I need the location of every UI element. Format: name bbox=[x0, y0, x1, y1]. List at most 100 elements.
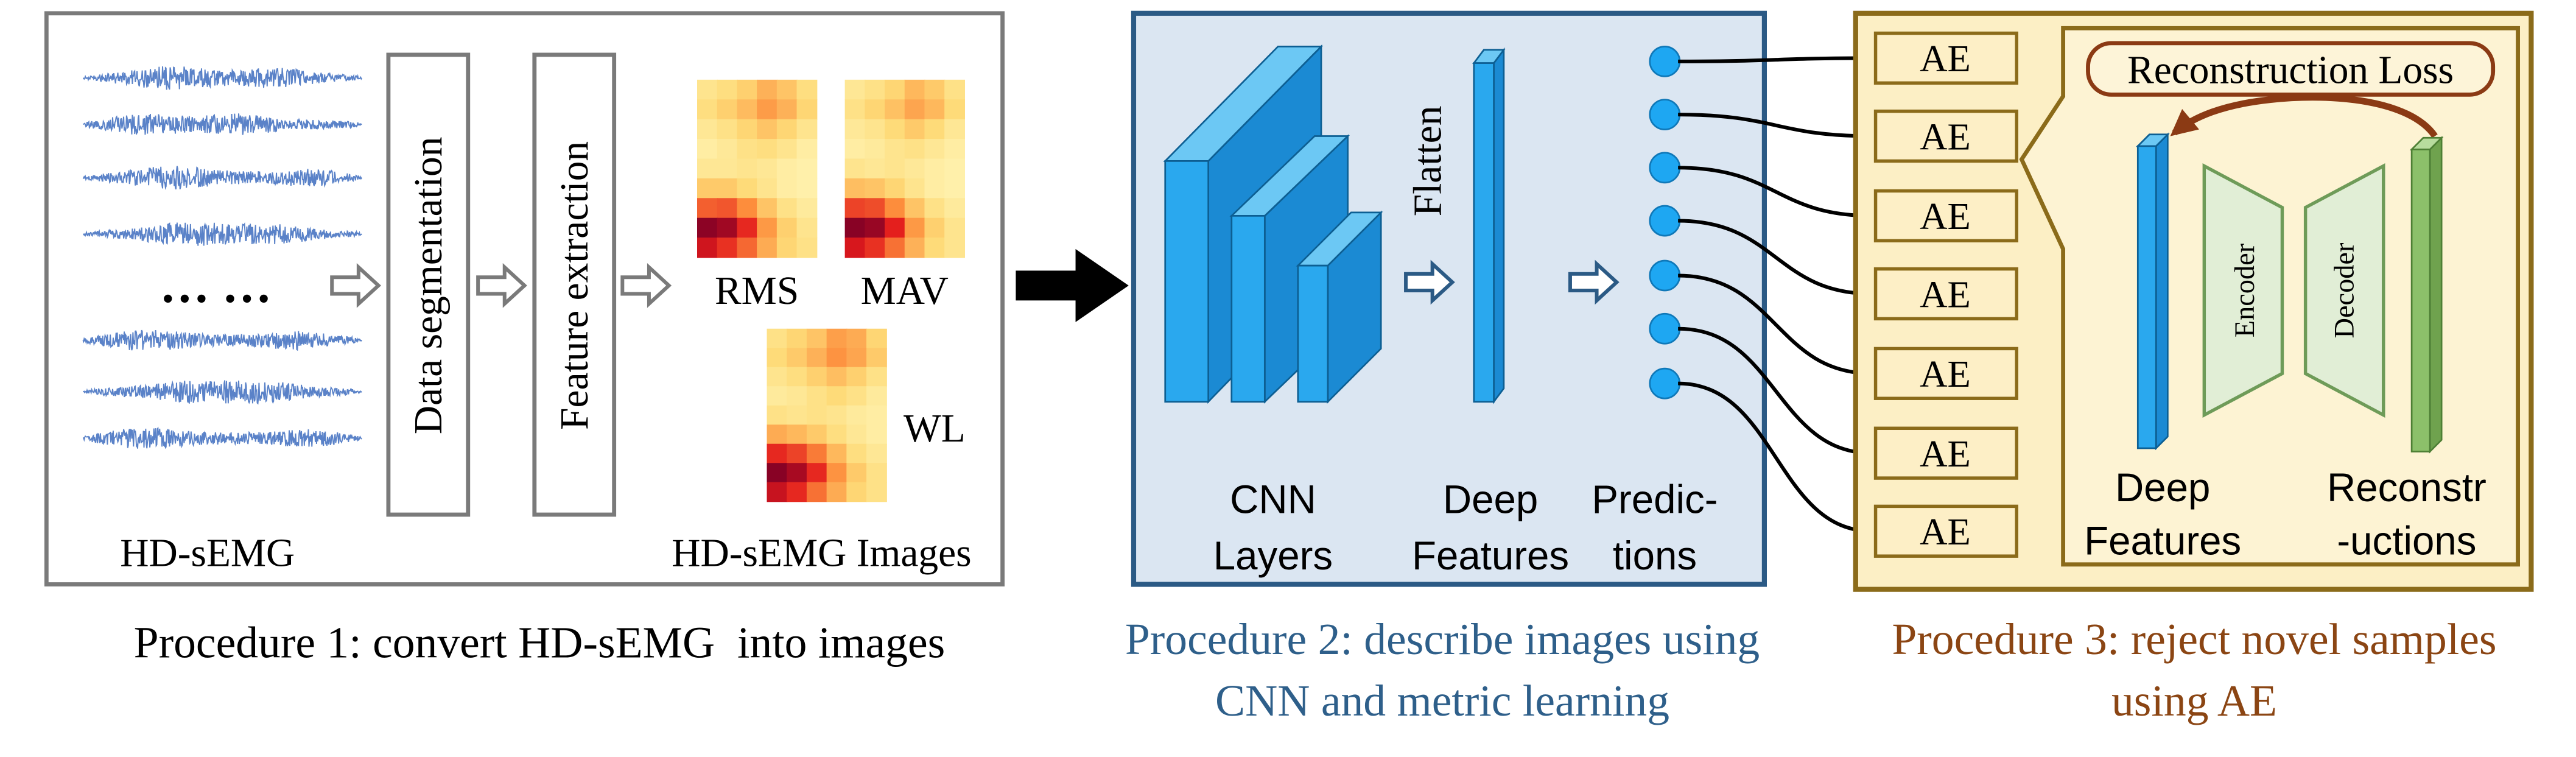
emg-waveform bbox=[83, 222, 362, 246]
heatmap-cell bbox=[844, 217, 866, 239]
feature-extraction-box bbox=[532, 52, 617, 517]
heatmap-cell bbox=[737, 79, 758, 100]
prediction-nodes bbox=[1649, 45, 1681, 400]
heatmap-cell bbox=[904, 79, 925, 100]
heatmap-cell bbox=[757, 99, 777, 120]
decoder-label: Decoder bbox=[2329, 242, 2360, 338]
heatmap-cell bbox=[776, 198, 798, 219]
heatmap-cell bbox=[796, 178, 818, 199]
heatmap-cell bbox=[717, 99, 738, 120]
heatmap-cell bbox=[776, 238, 798, 258]
prediction-node bbox=[1649, 312, 1681, 345]
hollow-arrow bbox=[330, 263, 382, 308]
feature-vector-front bbox=[1473, 62, 1495, 403]
heatmap-cell bbox=[885, 79, 905, 100]
heatmap-cell bbox=[944, 99, 965, 120]
heatmap-cell bbox=[767, 348, 788, 368]
link-arrow bbox=[1678, 273, 1875, 383]
heatmap-cell bbox=[767, 328, 788, 349]
heatmap-cell bbox=[806, 348, 827, 368]
hollow-arrow bbox=[620, 263, 672, 308]
heatmap-cell bbox=[844, 79, 866, 100]
heatmap-cell bbox=[865, 178, 886, 199]
heatmap-cell bbox=[866, 482, 887, 502]
heatmap-cell bbox=[826, 443, 848, 464]
emg-waveforms bbox=[82, 66, 363, 449]
output-label: HD-sEMG Images bbox=[672, 532, 971, 576]
waveform-ellipsis: … … bbox=[160, 258, 272, 313]
heatmap-cell bbox=[757, 119, 777, 140]
heatmap-cell bbox=[844, 198, 866, 219]
ae-deep-features-label-line1: Deep bbox=[2115, 465, 2210, 510]
link-arrow bbox=[1678, 219, 1875, 303]
heatmap-cell bbox=[767, 482, 788, 502]
reconstruction-loss-arrow bbox=[2170, 94, 2438, 138]
data-segmentation-box bbox=[386, 52, 471, 517]
procedure-3-panel: AE AE AE AE AE AE AE Reconstruction bbox=[1853, 10, 2534, 592]
emg-waveform bbox=[82, 66, 363, 90]
heatmap-cell bbox=[737, 198, 758, 219]
heatmap-cell bbox=[796, 99, 818, 120]
heatmap-label-rms: RMS bbox=[715, 269, 799, 313]
hollow-arrow bbox=[476, 263, 527, 308]
heatmap-cell bbox=[697, 217, 718, 239]
heatmap-cell bbox=[757, 178, 777, 199]
heatmap-cell bbox=[717, 79, 738, 100]
heatmap-cell bbox=[717, 198, 738, 219]
ae-label: AE bbox=[1920, 195, 1971, 238]
heatmap-cell bbox=[757, 79, 777, 100]
prediction-node bbox=[1649, 99, 1681, 130]
reconstructions-label-line2: -uctions bbox=[2337, 518, 2476, 563]
heatmap-cell bbox=[844, 158, 866, 179]
heatmap-cell bbox=[757, 238, 777, 258]
ae-block: AE bbox=[1873, 426, 2019, 480]
heatmap-cell bbox=[737, 139, 758, 160]
ae-deep-features-label-line2: Features bbox=[2084, 518, 2241, 563]
heatmap-cell bbox=[796, 238, 818, 258]
reconstruction-vector-side bbox=[2429, 135, 2443, 454]
flatten-label: Flatten bbox=[1406, 106, 1450, 217]
heatmap-cell bbox=[787, 443, 808, 464]
ae-block: AE bbox=[1873, 504, 2019, 558]
heatmap-cell bbox=[796, 119, 818, 140]
heatmap-cell bbox=[776, 217, 798, 239]
ae-label: AE bbox=[1920, 37, 1971, 80]
heatmap-cell bbox=[944, 198, 965, 219]
heatmap-cell bbox=[846, 367, 868, 387]
heatmap-cell bbox=[717, 158, 738, 179]
heatmap-cell bbox=[697, 158, 718, 179]
deep-feature-vector bbox=[1472, 47, 1506, 404]
ae-block: AE bbox=[1873, 189, 2019, 242]
heatmap-cell bbox=[844, 178, 866, 199]
ae-block: AE bbox=[1873, 347, 2019, 400]
heatmap-cell bbox=[796, 217, 818, 239]
heatmap-cell bbox=[767, 443, 788, 464]
prediction-node bbox=[1649, 45, 1681, 77]
heatmap-cell bbox=[865, 238, 886, 258]
heatmap-cell bbox=[865, 158, 886, 179]
heatmap-cell bbox=[806, 405, 827, 426]
heatmap-cell bbox=[866, 367, 887, 387]
heatmap-cell bbox=[865, 198, 886, 219]
heatmap-cell bbox=[806, 443, 827, 464]
heatmap-cell bbox=[767, 463, 788, 483]
cnn-label-line2: Layers bbox=[1213, 533, 1333, 578]
procedure-transition-arrow bbox=[1016, 248, 1129, 322]
feature-vector-side bbox=[2155, 132, 2169, 451]
heatmap-cell bbox=[924, 217, 946, 239]
encoder-block bbox=[2202, 163, 2284, 418]
predictions-label-line2: tions bbox=[1613, 533, 1697, 578]
heatmap-cell bbox=[904, 158, 925, 179]
heatmap-cell bbox=[904, 217, 925, 239]
reconstruction-loss-label: Reconstruction Loss bbox=[2127, 48, 2454, 92]
heatmap-cell bbox=[697, 99, 718, 120]
deep-features-label-line1: Deep bbox=[1443, 477, 1538, 521]
heatmap-cell bbox=[885, 139, 905, 160]
heatmap-cell bbox=[885, 238, 905, 258]
emg-waveform bbox=[83, 380, 362, 405]
heatmap-wl bbox=[767, 328, 887, 502]
ae-block: AE bbox=[1873, 109, 2019, 163]
heatmap-cell bbox=[885, 217, 905, 239]
cnn-layer-front bbox=[1297, 264, 1329, 403]
heatmap-cell bbox=[904, 99, 925, 120]
